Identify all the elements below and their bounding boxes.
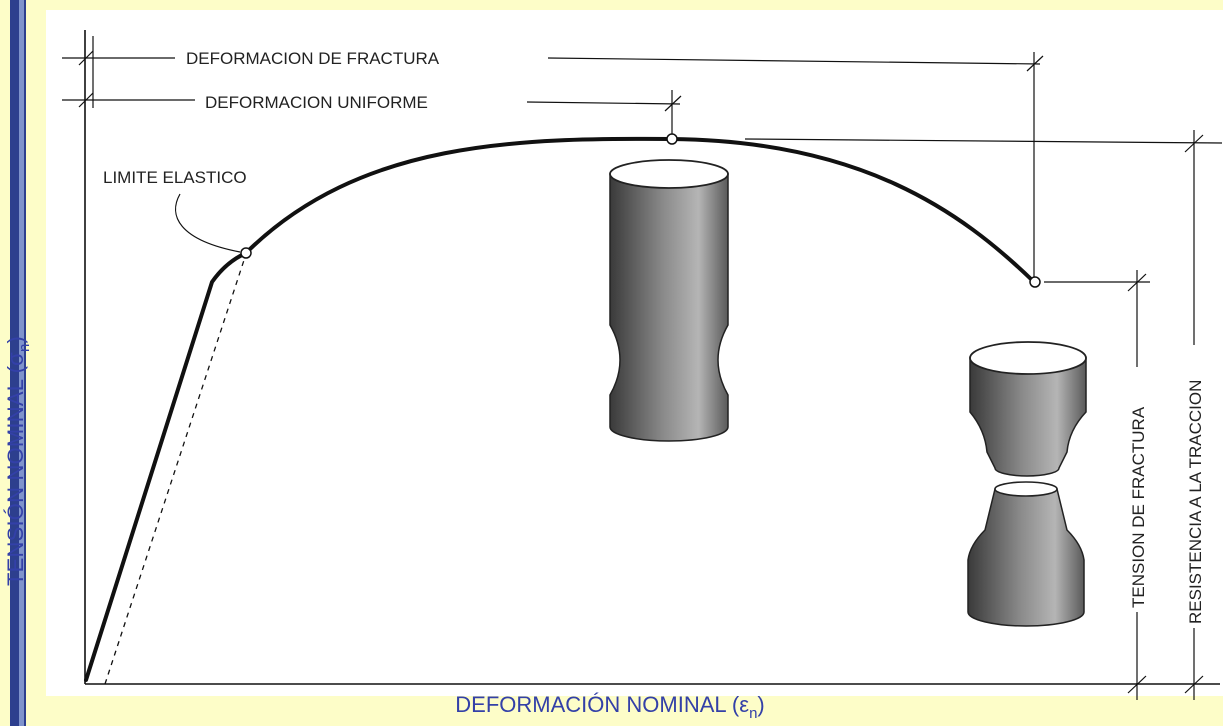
x-axis-symbol: ε [739,692,750,717]
dimension-lines [62,36,1223,700]
label-elastic-limit: LIMITE ELASTICO [103,168,247,187]
accent-bar-dark [10,0,19,726]
label-fracture-stress: TENSION DE FRACTURA [1129,406,1148,608]
uniform-strain-marker [666,133,678,145]
label-uniform-strain: DEFORMACION UNIFORME [205,93,428,112]
necked-cylinder-icon [609,159,729,442]
elastic-offset-line [104,253,247,685]
fracture-marker [1029,276,1041,288]
axes [84,30,1220,685]
stress-strain-curve [84,136,1036,682]
accent-bar-edge [24,0,26,726]
y-axis-symbol: σ [3,352,28,366]
label-fracture-strain: DEFORMACION DE FRACTURA [186,49,440,68]
y-axis-label: TENSIÓN NOMINAL (σn) [3,335,33,586]
x-axis-label-text: DEFORMACIÓN NOMINAL [455,692,726,717]
y-axis-label-text: TENSIÓN NOMINAL [3,379,28,586]
elastic-limit-marker [240,247,252,259]
x-axis-subscript: n [749,705,758,722]
accent-bar-light [19,0,24,726]
fractured-cylinder-icon [967,341,1087,627]
y-axis-subscript: n [16,343,33,353]
label-tensile-strength: RESISTENCIA A LA TRACCION [1186,380,1205,624]
x-axis-label: DEFORMACIÓN NOMINAL (εn) [455,692,765,722]
